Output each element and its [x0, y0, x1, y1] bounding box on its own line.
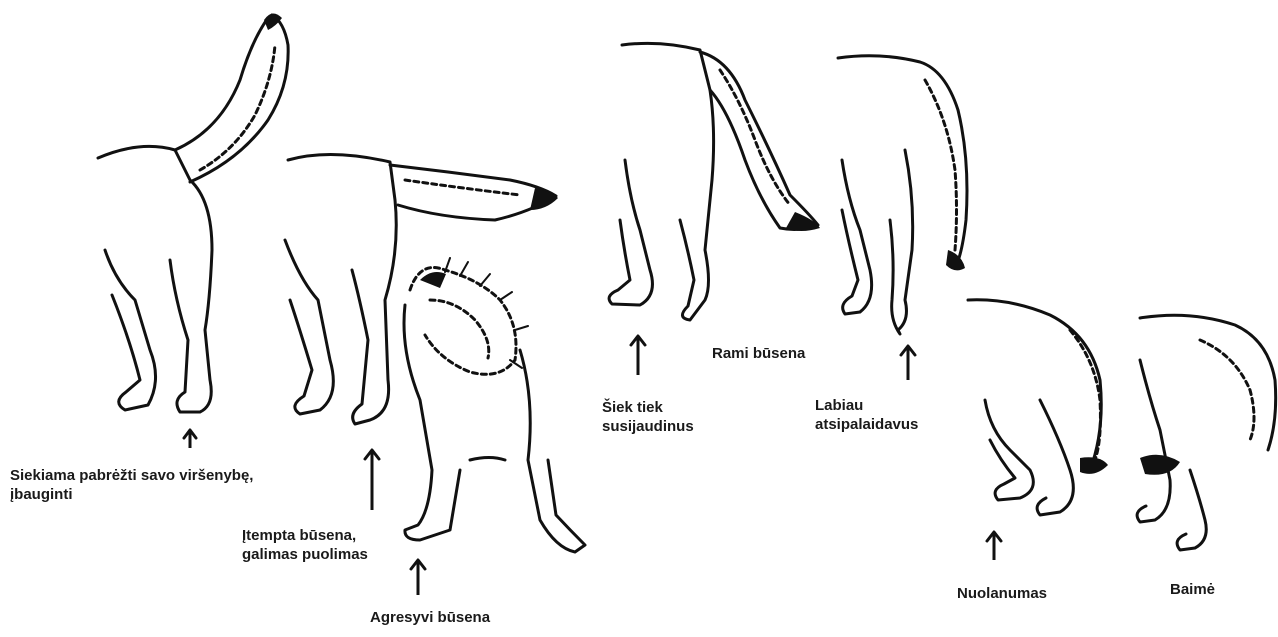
horizontal-tail-icon	[285, 154, 558, 424]
tucked-tail-icon	[968, 300, 1108, 515]
label-more-relaxed: Labiau atsipalaidavus	[815, 396, 918, 434]
label-fear: Baimė	[1170, 580, 1215, 599]
lowered-tail-icon	[609, 43, 820, 320]
label-aggressive: Agresyvi būsena	[370, 608, 490, 627]
bristled-tail-icon	[404, 258, 585, 552]
arrow-icon	[631, 336, 645, 375]
relaxed-tail-icon	[838, 56, 967, 334]
label-dominance: Siekiama pabrėžti savo viršenybę, įbaugi…	[10, 466, 253, 504]
arrow-icon	[365, 450, 379, 510]
label-tense: Įtempta būsena, galimas puolimas	[242, 526, 368, 564]
arrow-icon	[184, 430, 196, 448]
arrow-icon	[411, 560, 425, 595]
arrow-icon	[987, 532, 1001, 560]
arrow-icon	[901, 346, 915, 380]
raised-tail-icon	[98, 13, 288, 412]
label-calm: Rami būsena	[712, 344, 805, 363]
label-submission: Nuolanumas	[957, 584, 1047, 603]
fully-tucked-tail-icon	[1137, 315, 1276, 550]
label-slightly-excited: Šiek tiek susijaudinus	[602, 398, 694, 436]
